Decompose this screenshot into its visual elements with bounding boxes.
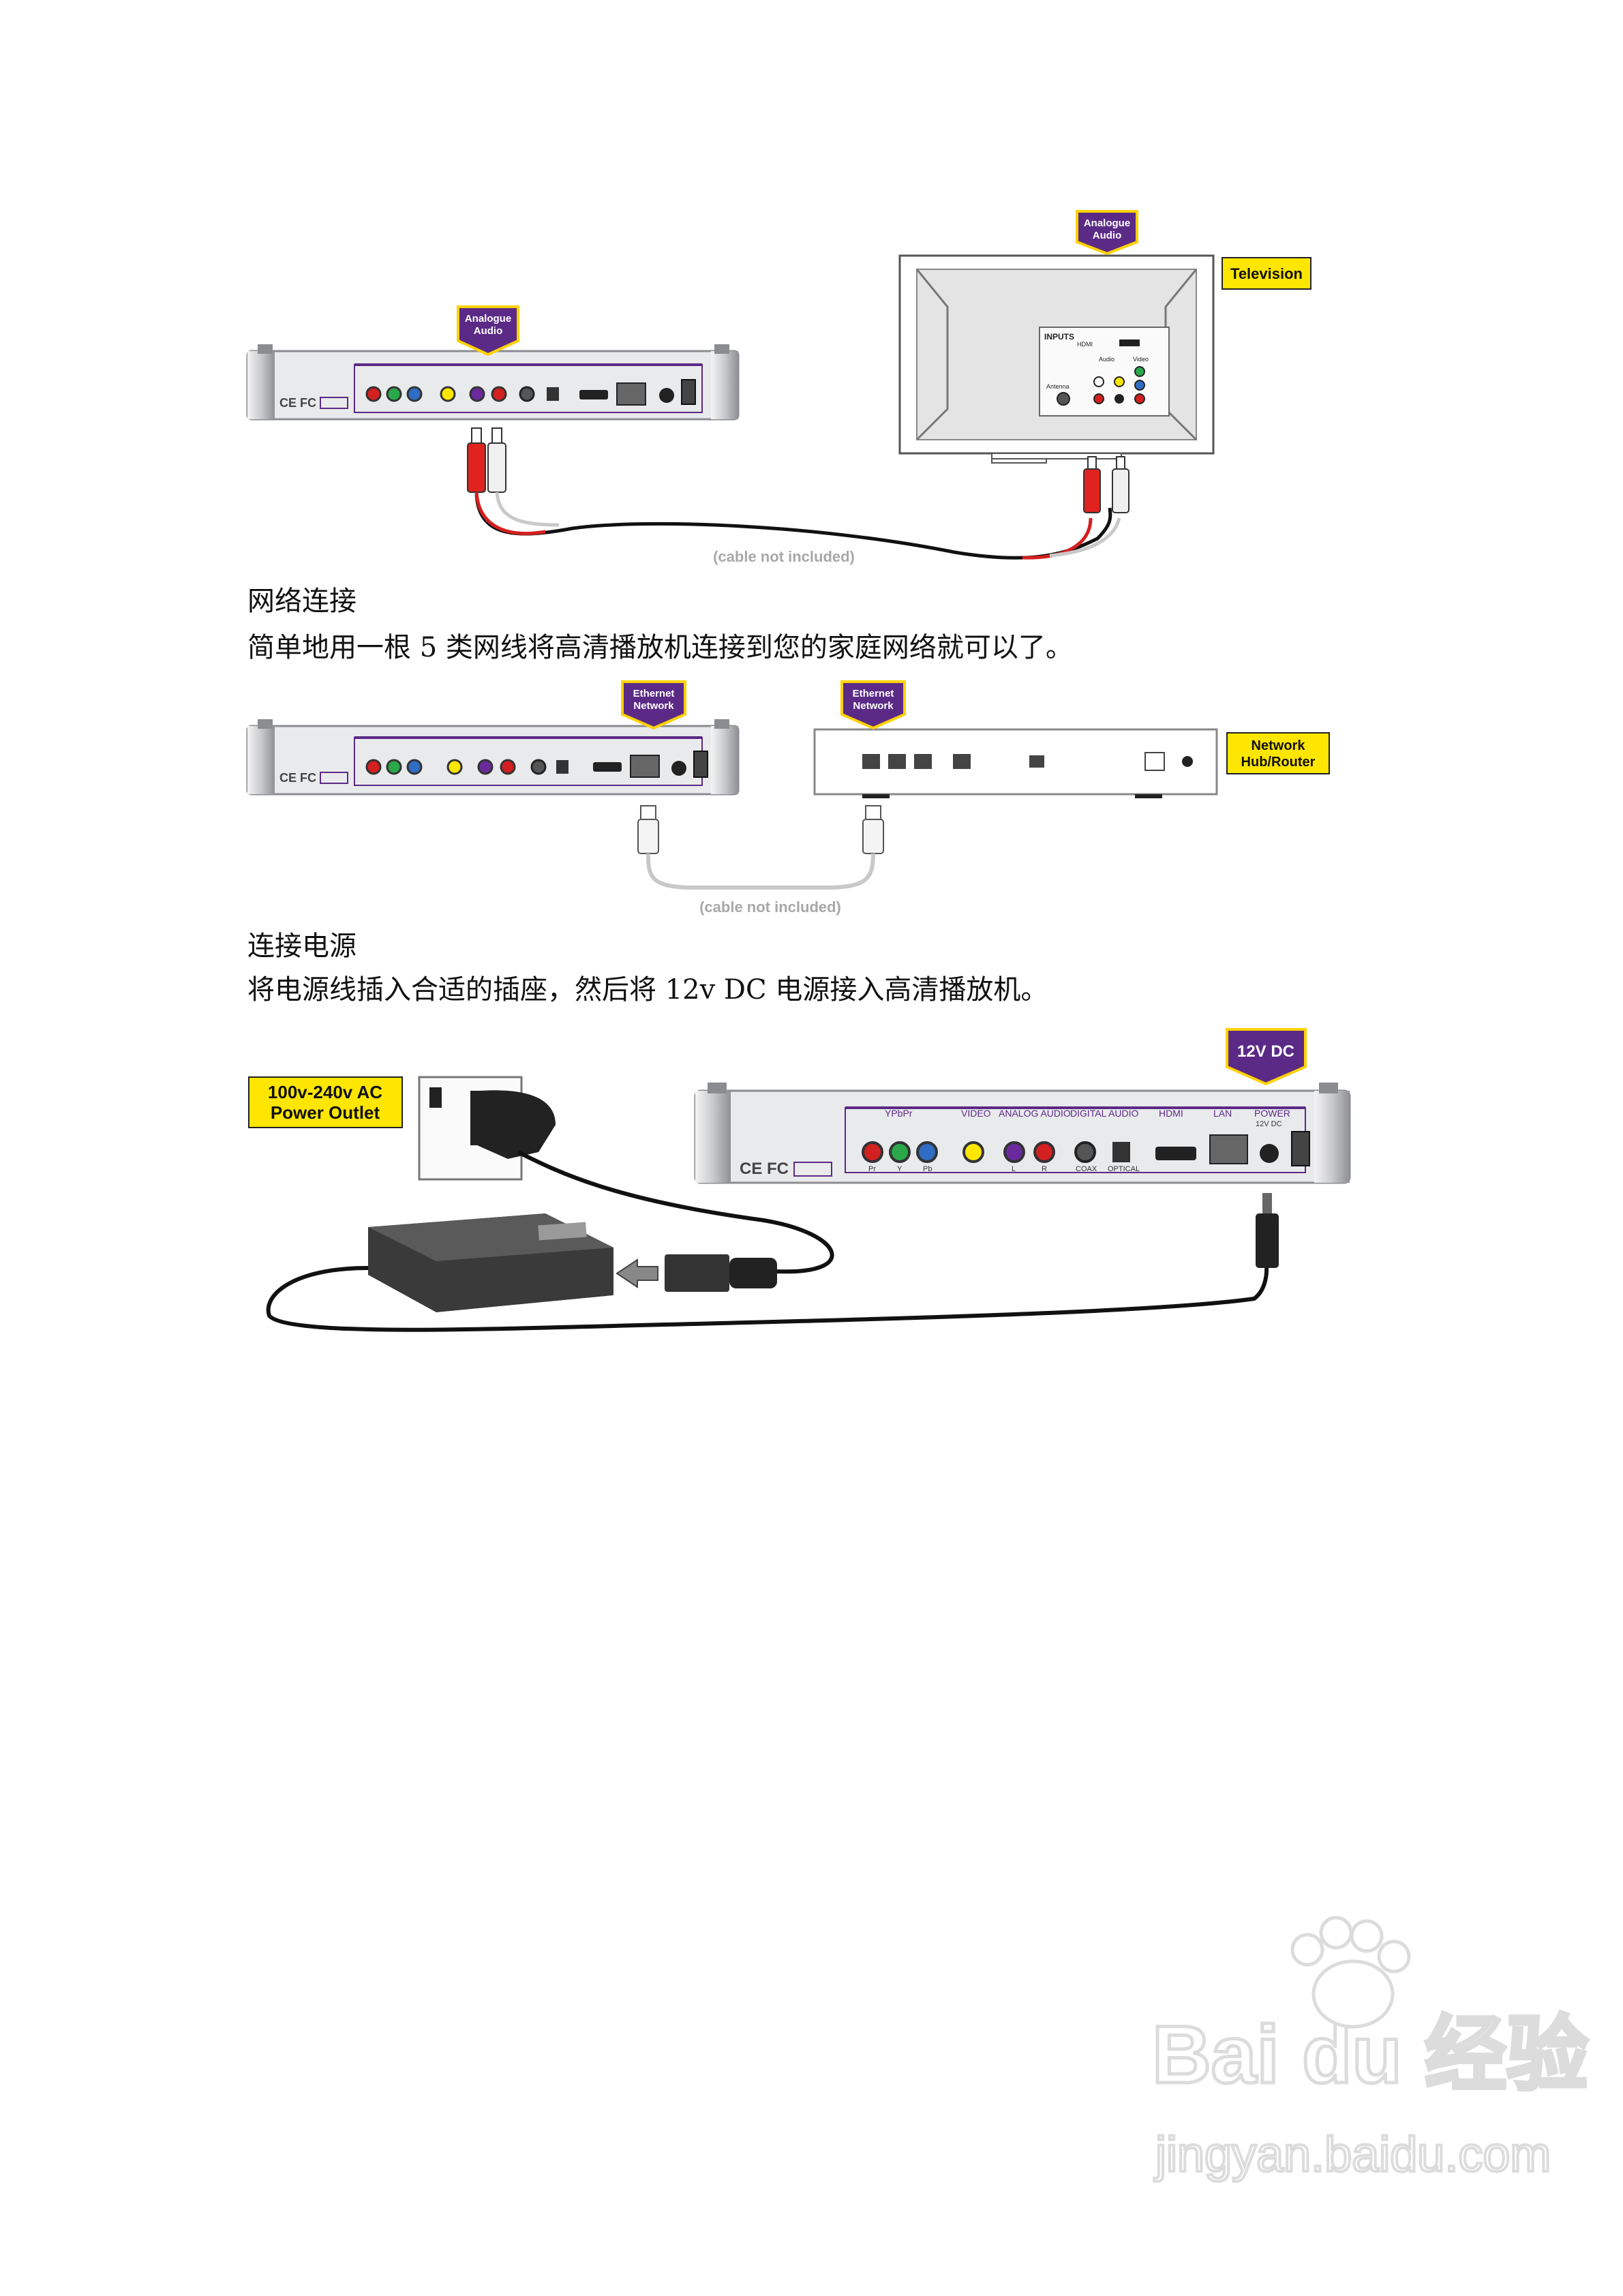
rca-plugs-player: [467, 427, 506, 493]
badge-ethernet-player: Ethernet Network: [621, 680, 686, 730]
svg-text:Audio: Audio: [1099, 356, 1114, 363]
hdmi-port: [579, 390, 608, 399]
player-rear-panel-3: YPbPr VIDEO ANALOG AUDIO DIGITAL AUDIO H…: [694, 1083, 1351, 1184]
svg-text:YPbPr: YPbPr: [885, 1108, 913, 1119]
paw-icon: [1290, 1916, 1411, 2029]
svg-text:Power Outlet: Power Outlet: [271, 1102, 380, 1123]
power-adapter: [368, 1213, 613, 1312]
rca-plugs-tv: [1083, 456, 1129, 513]
svg-text:LAN: LAN: [1213, 1108, 1232, 1119]
label-network-router: Network Hub/Router: [1226, 732, 1330, 774]
svg-text:Audio: Audio: [1093, 230, 1122, 241]
svg-text:100v-240v AC: 100v-240v AC: [268, 1082, 382, 1102]
label-television: Television: [1222, 257, 1311, 290]
badge-analogue-audio-tv: Analogue Audio: [1076, 210, 1138, 256]
optical-port: [547, 387, 559, 401]
svg-text:OPTICAL: OPTICAL: [1108, 1165, 1140, 1173]
ac-cord: [517, 1150, 834, 1274]
svg-text:Y: Y: [897, 1165, 902, 1173]
svg-text:INPUTS: INPUTS: [1044, 332, 1074, 342]
wall-outlet: [418, 1076, 556, 1181]
ypbpr-pr-jack: [365, 386, 382, 402]
ethernet-cable: [637, 805, 884, 890]
iec-plug: [665, 1254, 777, 1292]
svg-text:VIDEO: VIDEO: [961, 1108, 991, 1119]
svg-text:COAX: COAX: [1076, 1165, 1097, 1173]
network-heading: 网络连接: [247, 586, 357, 617]
player-rear-panel-1: CE FC: [246, 344, 740, 421]
svg-text:Network: Network: [1252, 738, 1306, 753]
svg-text:Ethernet: Ethernet: [853, 688, 894, 699]
dc-jack: [659, 388, 674, 403]
player-rear-panel-2: CE FC: [246, 719, 740, 796]
dc-plug: [1256, 1193, 1279, 1268]
svg-text:HDMI: HDMI: [1077, 341, 1093, 348]
badge-analogue-audio-player: Analogue Audio: [457, 305, 519, 357]
label-power-outlet: 100v-240v AC Power Outlet: [248, 1076, 403, 1128]
svg-text:L: L: [1012, 1165, 1016, 1173]
ypbpr-pb-jack: [406, 386, 423, 402]
cable-note-network: (cable not included): [699, 898, 841, 916]
svg-text:ANALOG AUDIO: ANALOG AUDIO: [999, 1108, 1071, 1119]
svg-text:Network: Network: [853, 700, 894, 712]
svg-text:R: R: [1042, 1165, 1047, 1173]
video-jack: [440, 386, 456, 402]
svg-text:Audio: Audio: [474, 325, 503, 337]
svg-text:Pb: Pb: [923, 1165, 932, 1173]
svg-text:Bai du 经验: Bai du 经验: [1152, 2009, 1588, 2100]
svg-text:Ethernet: Ethernet: [633, 688, 675, 699]
lan-port: [616, 382, 646, 406]
svg-text:DIGITAL AUDIO: DIGITAL AUDIO: [1070, 1108, 1138, 1119]
svg-text:Network: Network: [633, 700, 674, 712]
svg-text:Hub/Router: Hub/Router: [1241, 755, 1316, 770]
svg-text:12V DC: 12V DC: [1237, 1042, 1294, 1061]
audio-r-jack: [491, 386, 507, 402]
network-body: 简单地用一根 5 类网线将高清播放机连接到您的家庭网络就可以了。: [247, 632, 1073, 663]
power-heading: 连接电源: [247, 931, 357, 962]
svg-text:Analogue: Analogue: [1084, 217, 1130, 229]
television-rear: INPUTS HDMI Audio Video Antenna: [898, 254, 1215, 464]
badge-12v-dc: 12V DC: [1226, 1028, 1307, 1086]
network-router: [813, 728, 1218, 798]
insert-arrow: [616, 1258, 658, 1288]
dc-cord: [266, 1266, 1269, 1332]
svg-text:Video: Video: [1133, 356, 1149, 363]
baidu-watermark: Bai du 经验 jingyan.baidu.com: [1151, 1916, 1590, 2184]
svg-text:Pr: Pr: [868, 1165, 876, 1173]
ypbpr-y-jack: [386, 386, 402, 402]
svg-text:Antenna: Antenna: [1046, 383, 1070, 390]
coax-jack: [519, 386, 535, 402]
badge-ethernet-router: Ethernet Network: [840, 680, 906, 730]
svg-text:12V DC: 12V DC: [1256, 1120, 1282, 1128]
power-body: 将电源线插入合适的插座，然后将 12v DC 电源接入高清播放机。: [247, 974, 1048, 1006]
svg-text:CE FC: CE FC: [279, 771, 316, 785]
svg-text:CE FC: CE FC: [740, 1160, 789, 1178]
cable-note-audio: (cable not included): [713, 548, 855, 565]
svg-text:HDMI: HDMI: [1159, 1108, 1183, 1119]
ce-fc-mark: CE FC: [279, 396, 316, 410]
power-switch: [681, 379, 696, 405]
svg-text:Television: Television: [1230, 265, 1303, 282]
audio-l-jack: [469, 386, 485, 402]
svg-text:POWER: POWER: [1254, 1108, 1290, 1119]
svg-text:jingyan.baidu.com: jingyan.baidu.com: [1154, 2128, 1551, 2182]
svg-text:Analogue: Analogue: [465, 313, 511, 324]
